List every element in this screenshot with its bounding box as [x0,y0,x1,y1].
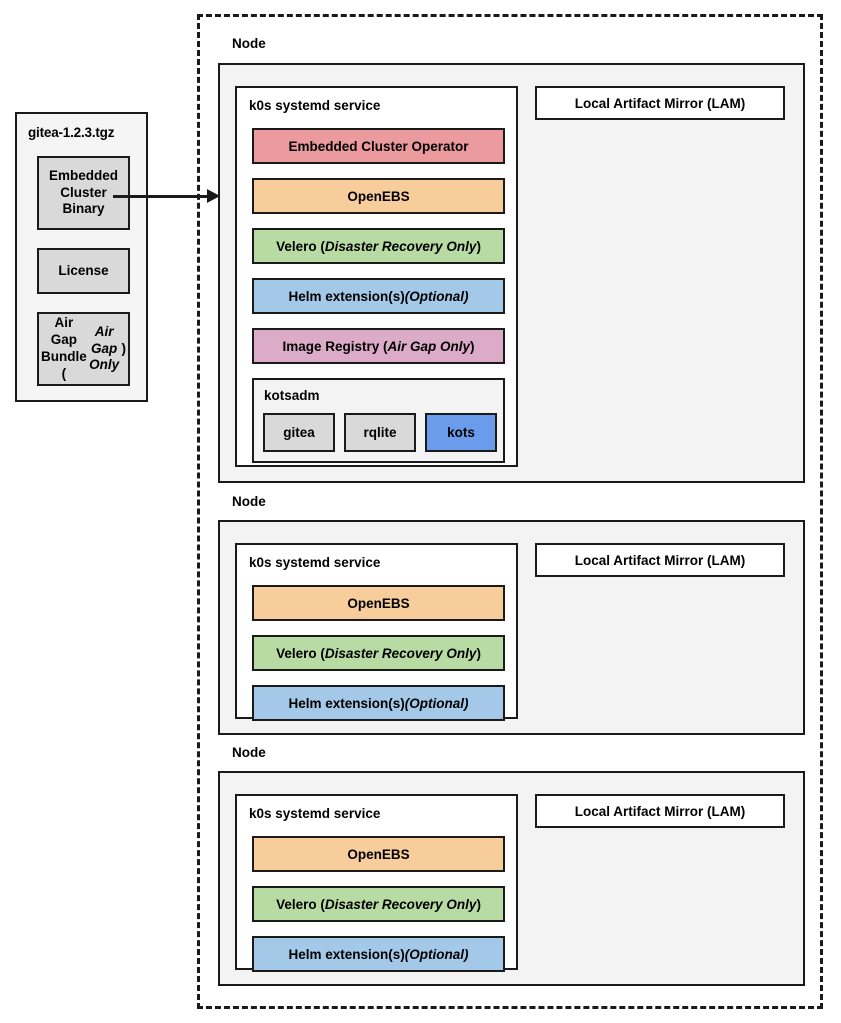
install-arrow-line [113,195,216,198]
pod-gitea: gitea [263,413,335,452]
local-artifact-mirror-3: Local Artifact Mirror (LAM) [535,794,785,828]
local-artifact-mirror-1: Local Artifact Mirror (LAM) [535,86,785,120]
component-openebs: OpenEBS [252,836,505,872]
component-helm-extensions: Helm extension(s) (Optional) [252,685,505,721]
component-openebs: OpenEBS [252,178,505,214]
component-image-registry: Image Registry (Air Gap Only) [252,328,505,364]
pod-kots: kots [425,413,497,452]
component-helm-extensions: Helm extension(s) (Optional) [252,278,505,314]
install-arrow-head [207,189,220,203]
component-helm-extensions: Helm extension(s) (Optional) [252,936,505,972]
k0s-title: k0s systemd service [249,98,381,113]
embedded-cluster-boundary [197,14,823,1009]
pod-rqlite: rqlite [344,413,416,452]
node-label-1: Node [232,36,266,51]
component-embedded-cluster-operator: Embedded Cluster Operator [252,128,505,164]
bundle-item-embedded-cluster-binary: Embedded Cluster Binary [37,156,130,230]
node-label-2: Node [232,494,266,509]
component-velero: Velero (Disaster Recovery Only) [252,635,505,671]
local-artifact-mirror-2: Local Artifact Mirror (LAM) [535,543,785,577]
k0s-title: k0s systemd service [249,806,381,821]
k0s-title: k0s systemd service [249,555,381,570]
application-bundle: gitea-1.2.3.tgz Embedded Cluster Binary … [15,112,148,402]
component-velero: Velero (Disaster Recovery Only) [252,886,505,922]
bundle-item-air-gap-bundle: Air Gap Bundle (Air Gap Only) [37,312,130,386]
bundle-title: gitea-1.2.3.tgz [28,125,115,140]
bundle-item-license: License [37,248,130,294]
component-velero: Velero (Disaster Recovery Only) [252,228,505,264]
kotsadm-title: kotsadm [264,388,320,403]
component-openebs: OpenEBS [252,585,505,621]
node-label-3: Node [232,745,266,760]
